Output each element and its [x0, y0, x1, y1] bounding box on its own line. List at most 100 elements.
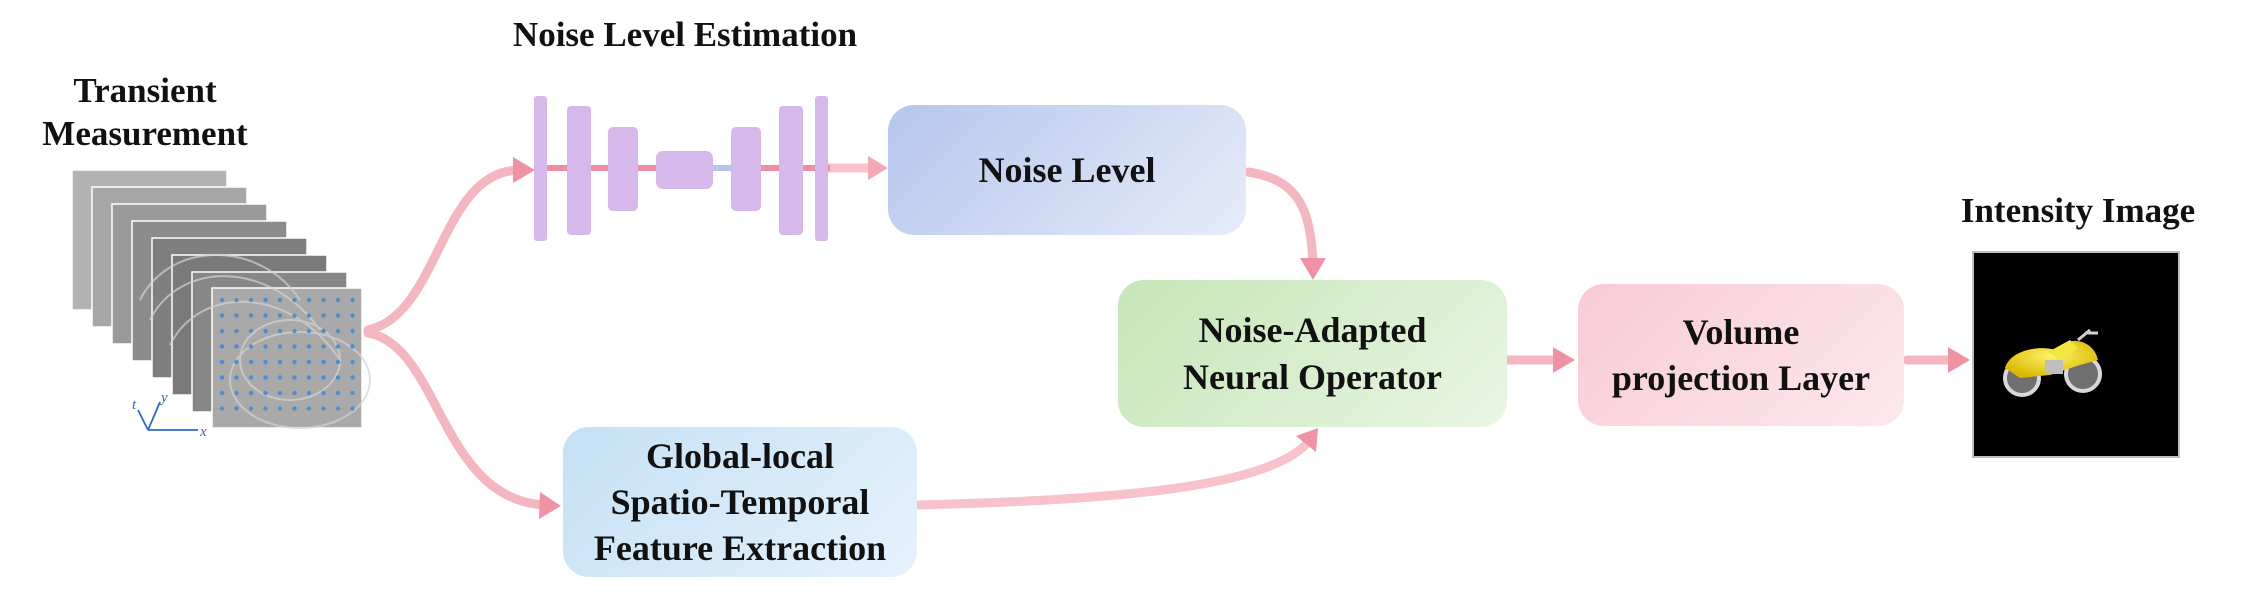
axis-y-label: y	[159, 390, 168, 406]
global-local-line3: Feature Extraction	[593, 528, 887, 569]
sampling-dot	[234, 344, 239, 349]
sampling-dot	[350, 313, 355, 318]
sampling-dot	[219, 328, 225, 334]
sampling-dot	[306, 359, 312, 365]
sampling-dot	[292, 359, 297, 365]
sampling-dot	[234, 406, 239, 411]
sampling-dot	[234, 313, 239, 318]
sampling-dot	[292, 297, 297, 303]
sampling-dot	[248, 297, 254, 303]
decoder-block-1	[731, 127, 761, 211]
sampling-dot	[234, 328, 239, 334]
sampling-dot	[219, 297, 225, 303]
sampling-dot	[306, 344, 312, 349]
sampling-dot	[263, 297, 268, 303]
sampling-dot	[350, 344, 355, 349]
arrow-to-global-local	[363, 328, 550, 510]
sampling-dot	[277, 313, 283, 318]
arrowhead-volume	[1553, 347, 1575, 373]
sampling-dot	[263, 328, 268, 334]
transient-title-line2: Measurement	[42, 113, 248, 153]
intensity-image	[1972, 251, 2180, 458]
sampling-dot	[306, 390, 312, 396]
volume-projection-line1: Volume	[1682, 311, 1800, 352]
flow-arrows	[363, 156, 1970, 519]
sampling-dot	[335, 406, 341, 411]
sampling-dot	[234, 297, 239, 303]
noise-level-label: Noise Level	[978, 149, 1156, 190]
sampling-dot	[219, 313, 225, 318]
noise-adapted-operator-box: Noise-Adapted Neural Operator	[1118, 280, 1507, 427]
sampling-dot	[248, 313, 254, 318]
sampling-dot	[248, 390, 254, 396]
sampling-dot	[321, 297, 326, 303]
noise-estimation-network	[534, 96, 830, 241]
sampling-grid	[219, 297, 355, 411]
sampling-dot	[248, 344, 254, 349]
sampling-dot	[248, 375, 254, 380]
sampling-dot	[277, 390, 283, 396]
volume-projection-line2: projection Layer	[1611, 358, 1871, 398]
sampling-dot	[350, 406, 355, 411]
transient-measurement-title: Transient Measurement	[30, 70, 260, 155]
sampling-dot	[350, 328, 355, 334]
decoder-block-3	[815, 96, 828, 241]
sampling-dot	[335, 313, 341, 318]
sampling-dot	[263, 390, 268, 396]
global-local-line1: Global-local	[646, 435, 834, 476]
sampling-dot	[263, 359, 268, 365]
sampling-dot	[306, 297, 312, 303]
volume-projection-box: Volume projection Layer	[1578, 284, 1904, 426]
sampling-dot	[306, 313, 312, 318]
sampling-dot	[321, 313, 326, 318]
sampling-dot	[292, 375, 297, 380]
sampling-dot	[306, 406, 312, 411]
sampling-dot	[292, 328, 297, 334]
sampling-dot	[248, 359, 254, 365]
arrow-global-local-to-operator	[913, 435, 1315, 510]
arrowhead-noise-estimation	[513, 157, 535, 183]
transient-measurement-stack: x y t	[71, 169, 371, 440]
sampling-dot	[234, 375, 239, 380]
sampling-dot	[219, 390, 225, 396]
encoder-block-2	[567, 106, 591, 235]
sampling-dot	[292, 313, 297, 318]
sampling-dot	[219, 375, 225, 380]
global-local-line2: Spatio-Temporal	[610, 481, 870, 522]
sampling-dot	[219, 406, 225, 411]
encoder-block-3	[608, 127, 638, 211]
sampling-dot	[234, 359, 239, 365]
sampling-dot	[277, 297, 283, 303]
sampling-dot	[321, 344, 326, 349]
sampling-dot	[292, 406, 297, 411]
sampling-dot	[335, 328, 341, 334]
sampling-dot	[263, 375, 268, 380]
sampling-dot	[321, 359, 326, 365]
sampling-dot	[350, 359, 355, 365]
sampling-dot	[335, 359, 341, 365]
sampling-dot	[248, 406, 254, 411]
sampling-dot	[321, 390, 326, 396]
sampling-dot	[292, 344, 297, 349]
axis-x-label: x	[199, 424, 207, 440]
sampling-dot	[335, 375, 341, 380]
sampling-dot	[335, 297, 341, 303]
intensity-image-title: Intensity Image	[1960, 191, 2196, 230]
arrowhead-image	[1948, 347, 1970, 373]
sampling-dot	[219, 359, 225, 365]
bottleneck-block	[656, 151, 713, 189]
sampling-dot	[277, 328, 283, 334]
sampling-dot	[306, 328, 312, 334]
sampling-dot	[350, 375, 355, 380]
arrowhead-operator-bottom	[1296, 428, 1318, 452]
arrowhead-global-local	[539, 492, 561, 519]
sampling-dot	[321, 328, 326, 334]
noise-adapted-line2: Neural Operator	[1183, 356, 1442, 397]
axis-t-label: t	[132, 397, 137, 413]
noise-level-estimation-title: Noise Level Estimation	[512, 15, 858, 54]
sampling-dot	[350, 390, 355, 396]
sampling-dot	[321, 406, 326, 411]
sampling-dot	[350, 297, 355, 303]
encoder-block-1	[534, 96, 547, 241]
